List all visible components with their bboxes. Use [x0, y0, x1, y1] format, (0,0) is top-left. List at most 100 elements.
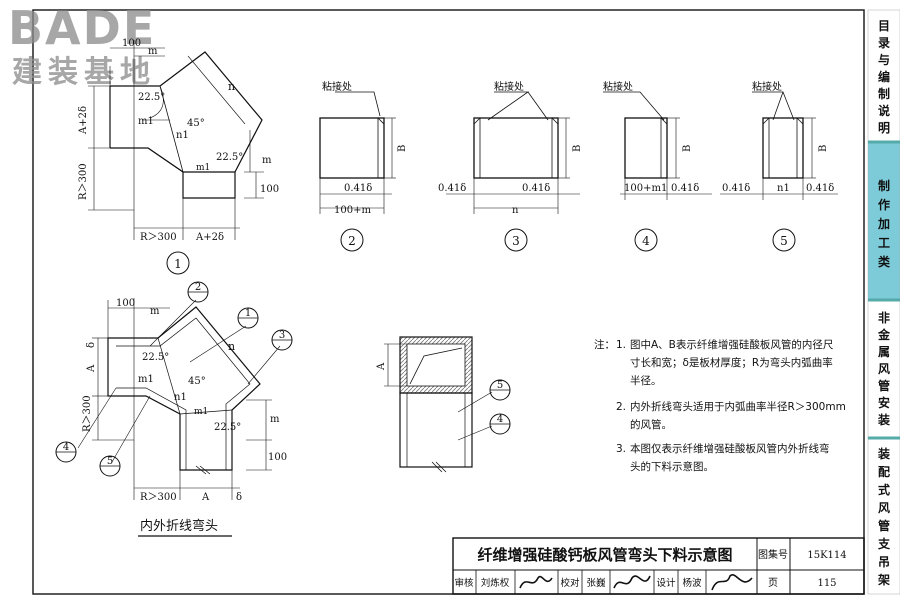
sidebar-item-hanger[interactable]: 装配式风管支吊架 — [877, 446, 891, 587]
dim-a2d-left: A+2δ — [78, 106, 89, 135]
dim-n1: n1 — [176, 130, 189, 141]
dim-r300-bottom: R＞300 — [140, 232, 177, 243]
designer-name: 杨波 — [682, 577, 702, 589]
section-5-width: n1 — [777, 183, 790, 194]
section-4-bond-label: 粘接处 — [603, 80, 633, 93]
signature-checker — [613, 575, 651, 589]
sidebar-char: 非 — [878, 310, 890, 325]
sidebar-char: 类 — [878, 254, 891, 269]
callout-1-number: 1 — [245, 308, 251, 319]
sidebar-char: 安 — [878, 395, 890, 410]
dim-m1-bottom: m1 — [196, 163, 210, 173]
sidebar-item-catalog[interactable]: 目录与编制说明 — [877, 19, 890, 135]
figure-6-labels: 2 1 3 4 5 100 m n 22.5° 45° m1 n1 22.5° … — [63, 282, 287, 537]
section-3-labels: 粘接处 B 0.41δ 0.41δ n 3 — [438, 80, 583, 248]
fig6-dim-100-right: 100 — [268, 452, 287, 463]
fig6-dim-m1-bottom: m1 — [194, 407, 208, 417]
note-1-line-2: 寸长和宽；δ是板材厚度；R为弯头内弧曲率 — [630, 356, 833, 369]
fig6-dim-delta-bottom: δ — [236, 492, 242, 503]
signature-designer — [711, 574, 753, 591]
sidebar-char: 装 — [877, 412, 890, 427]
section-5-labels: 粘接处 B 0.41δ n1 0.41δ 5 — [722, 80, 834, 248]
logo-brand-text: BADE — [8, 1, 156, 55]
sidebar-char: 支 — [877, 536, 891, 551]
dim-m-top: m — [148, 46, 158, 57]
sidebar-char: 制 — [878, 178, 890, 193]
sidebar-char: 与 — [878, 53, 890, 67]
angle-45: 45° — [187, 118, 205, 129]
sidebar-char: 明 — [878, 121, 890, 135]
note-3-line-1: 本图仅表示纤维增强硅酸板风管内外折线弯 — [630, 442, 830, 455]
cross-dim-a: A — [376, 362, 387, 371]
fig6-dim-n1: n1 — [174, 392, 187, 403]
section-5-k041-right: 0.41δ — [806, 183, 834, 194]
section-5-number: 5 — [780, 234, 788, 248]
fig6-dim-n: n — [228, 340, 235, 353]
figure-1-number: 1 — [174, 257, 182, 271]
sidebar-char: 工 — [878, 236, 890, 250]
angle-22-bottom: 22.5° — [216, 152, 243, 163]
figure-6-elbow — [77, 298, 281, 500]
sidebar-char: 装 — [877, 446, 890, 461]
dim-n: n — [228, 80, 235, 93]
sidebar-char: 制 — [878, 86, 890, 101]
section-3-bond-label: 粘接处 — [494, 80, 524, 93]
figure-1-labels: 100 m n 22.5° 45° m1 n1 22.5° m1 m 100 R… — [78, 38, 279, 271]
sidebar-char: 录 — [878, 36, 890, 50]
watermark-logo: BADE 建装基地 — [8, 1, 156, 90]
sidebar-char: 属 — [878, 345, 890, 359]
review-label: 审核 — [454, 577, 474, 589]
dim-100-right: 100 — [260, 184, 279, 195]
design-label: 设计 — [656, 577, 676, 589]
checker-name: 张巍 — [586, 578, 606, 589]
note-3-line-2: 头的下料示意图。 — [630, 460, 714, 473]
sidebar-char: 风 — [878, 501, 890, 515]
sidebar: 目录与编制说明 制作加工类 非金属风管安装 装配式风管支吊架 — [867, 9, 900, 595]
drawing-title: 纤维增强硅酸钙板风管弯头下料示意图 — [477, 546, 732, 564]
section-4-width: 100+m1 — [624, 183, 667, 194]
sidebar-char: 目 — [878, 19, 890, 33]
cross-callout-5: 5 — [497, 380, 503, 391]
sidebar-char: 架 — [877, 572, 890, 587]
section-2-labels: 粘接处 B 0.41δ 100+m 2 — [322, 80, 408, 248]
sidebar-char: 管 — [878, 518, 890, 533]
section-3-k041-left: 0.41δ — [438, 183, 466, 194]
sidebar-char: 说 — [878, 103, 890, 118]
sidebar-char: 管 — [878, 378, 890, 393]
fig6-dim-r300-left: R＞300 — [82, 395, 93, 432]
page-label: 页 — [768, 577, 778, 589]
cross-callout-4: 4 — [497, 414, 503, 425]
atlas-number: 15K114 — [807, 550, 846, 561]
fig6-angle-45: 45° — [188, 376, 206, 387]
check-label: 校对 — [560, 577, 580, 589]
sidebar-char: 金 — [877, 327, 891, 342]
dim-m-right: m — [262, 155, 272, 166]
dim-m1: m1 — [138, 116, 154, 127]
dim-a2d-bottom: A+2δ — [195, 232, 224, 243]
title-block: 纤维增强硅酸钙板风管弯头下料示意图 图集号 15K114 页 115 审核 刘炼… — [452, 537, 865, 595]
figure-6-caption: 内外折线弯头 — [140, 518, 218, 534]
notes-prefix: 注： — [594, 338, 615, 351]
sidebar-item-fabrication[interactable]: 制作加工类 — [877, 178, 891, 269]
reviewer-name: 刘炼权 — [481, 577, 510, 589]
note-2-line-2: 的风管。 — [630, 418, 672, 431]
notes: 注： 1. 图中A、B表示纤维增强硅酸板风管的内径尺 寸长和宽；δ是板材厚度；R… — [594, 338, 846, 473]
sidebar-char: 加 — [877, 216, 890, 231]
callout-5-number: 5 — [107, 456, 113, 467]
figure-1-elbow-layout — [88, 40, 264, 275]
sidebar-char: 吊 — [878, 555, 890, 569]
section-2-width: 100+m — [334, 205, 371, 216]
sidebar-item-nonmetal-duct[interactable]: 非金属风管安装 — [877, 310, 891, 427]
section-4-number: 4 — [642, 234, 650, 248]
callout-3-number: 3 — [279, 330, 285, 341]
page-number: 115 — [817, 578, 836, 589]
section-4-labels: 粘接处 B 100+m1 0.41δ 4 — [603, 80, 699, 248]
callout-4-number: 4 — [63, 442, 69, 453]
fig6-angle-22-bottom: 22.5° — [214, 422, 241, 433]
section-2-b: B — [397, 145, 408, 152]
atlas-label: 图集号 — [758, 548, 788, 561]
fig6-dim-m: m — [150, 306, 160, 317]
section-3-k041-right: 0.41δ — [522, 183, 550, 194]
dim-100-top: 100 — [122, 38, 141, 49]
